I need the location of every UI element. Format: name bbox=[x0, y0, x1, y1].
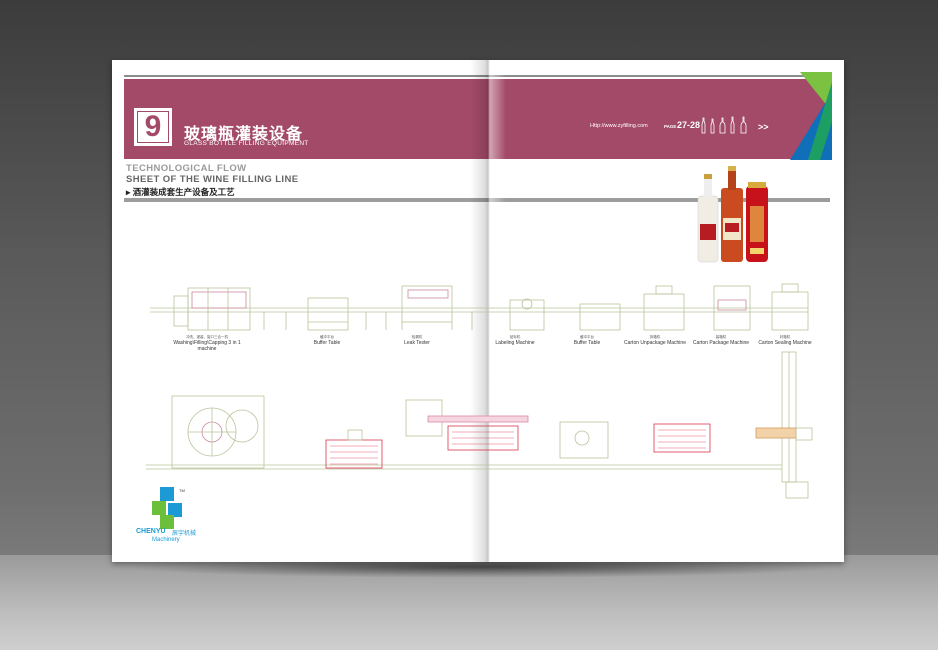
machine-buffer-table-2 bbox=[579, 303, 621, 331]
machine-carton-package bbox=[713, 285, 751, 331]
chenyu-logo-icon bbox=[152, 487, 182, 529]
wine-bottles-photo bbox=[697, 166, 768, 263]
page-label: PAGE bbox=[664, 124, 677, 129]
mini-bottle-icons bbox=[701, 116, 747, 134]
machine-carton-sealing bbox=[771, 291, 809, 331]
red-conveyor-section-1 bbox=[325, 439, 383, 469]
section-number-box: 9 bbox=[134, 108, 172, 146]
logo-name-en: CHENYU bbox=[136, 528, 166, 535]
section-title-cn: 玻璃瓶灌装设备 bbox=[184, 126, 304, 143]
production-line-diagram bbox=[146, 283, 813, 499]
logo-sub: Machinery bbox=[152, 537, 180, 543]
page-numbers: 27-28 bbox=[677, 120, 701, 130]
machine-labeling-plan bbox=[559, 421, 609, 459]
heading-sub-cn-text: 酒灌装成套生产设备及工艺 bbox=[132, 187, 235, 197]
heading-line-1: TECHNOLOGICAL FLOW bbox=[126, 163, 247, 174]
website-url: Http://www.zyfilling.com bbox=[590, 123, 648, 129]
logo-name-cn: 辰宇机械 bbox=[172, 531, 197, 537]
book-spine bbox=[470, 60, 506, 562]
machine-buffer-table-1 bbox=[307, 297, 349, 331]
red-conveyor-section-3 bbox=[653, 423, 711, 453]
heading-sub-cn: ▸ 酒灌装成套生产设备及工艺 bbox=[126, 186, 235, 198]
heading-line-2: SHEET OF THE WINE FILLING LINE bbox=[126, 174, 299, 185]
machine-washing-filling-capping bbox=[187, 287, 251, 331]
bullet-arrow: ▸ bbox=[126, 187, 131, 197]
red-conveyor-section-2 bbox=[447, 425, 519, 451]
machine-leak-tester bbox=[401, 285, 453, 323]
machine-rotary-plan-view bbox=[171, 395, 265, 469]
next-arrows: >> bbox=[758, 122, 769, 132]
machine-labeling bbox=[509, 299, 545, 331]
logo-trademark: TM bbox=[179, 488, 185, 493]
section-number: 9 bbox=[137, 111, 169, 143]
brochure-spread: 9 玻璃瓶灌装设备 GLASS BOTTLE FILLING EQUIPMENT… bbox=[112, 60, 844, 562]
section-title-en: GLASS BOTTLE FILLING EQUIPMENT bbox=[184, 140, 309, 147]
corner-swoosh-graphic bbox=[790, 72, 832, 160]
